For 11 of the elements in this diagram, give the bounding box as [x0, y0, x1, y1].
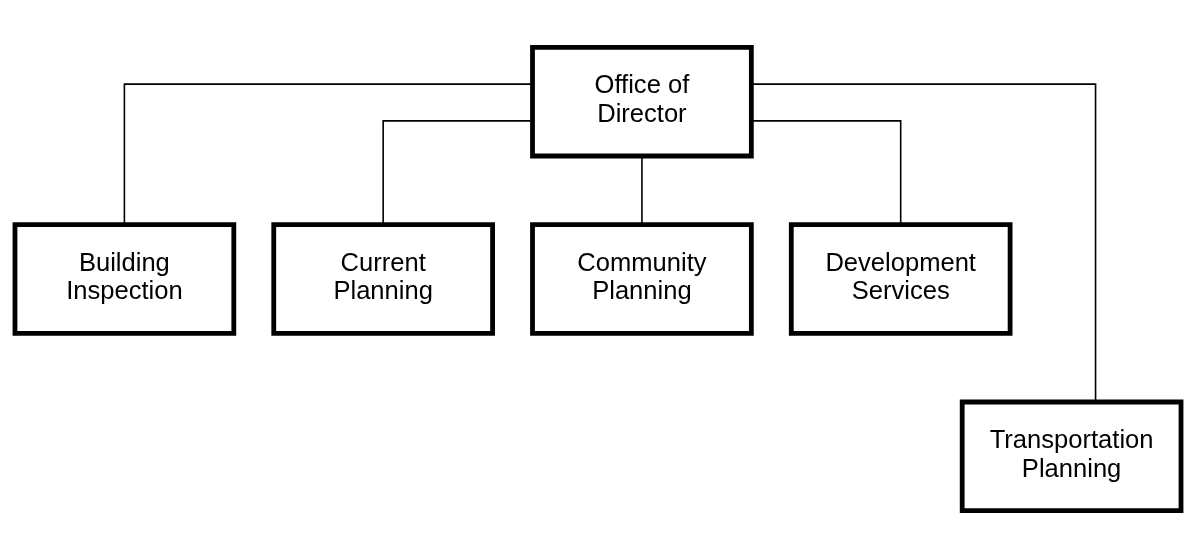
connector [382, 120, 533, 226]
node-box: Development Services [788, 222, 1013, 336]
node-box: Transportation Planning [959, 399, 1184, 513]
node-box: Current Planning [271, 222, 495, 336]
node-box: Community Planning [530, 222, 754, 336]
node-box: Office of Director [530, 45, 754, 159]
connector [123, 83, 533, 225]
node-box: Building Inspection [12, 222, 237, 336]
connector [750, 120, 902, 226]
connector [750, 83, 1097, 403]
connector [641, 155, 643, 226]
